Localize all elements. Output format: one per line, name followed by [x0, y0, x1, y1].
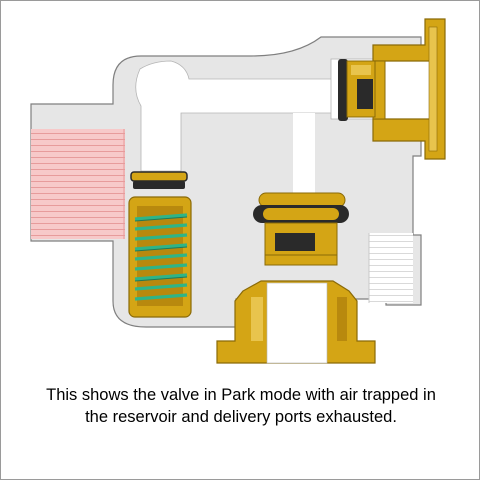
valve-cross-section-diagram [30, 18, 446, 364]
spring-piston-assembly [128, 171, 192, 318]
right-threaded-port [369, 233, 413, 303]
upper-right-piston [338, 59, 376, 121]
figure-caption: This shows the valve in Park mode with a… [1, 384, 479, 428]
piston-seal-cap [130, 171, 188, 182]
caption-line-2: the reservoir and delivery ports exhaust… [85, 408, 397, 426]
caption-line-1: This shows the valve in Park mode with a… [46, 386, 436, 404]
center-vertical-passage [293, 113, 315, 213]
bottom-brass-fitting [216, 280, 376, 364]
center-piston [253, 192, 349, 266]
coil-spring [134, 213, 188, 301]
upper-air-passage [135, 60, 346, 172]
left-threaded-port [31, 129, 125, 239]
